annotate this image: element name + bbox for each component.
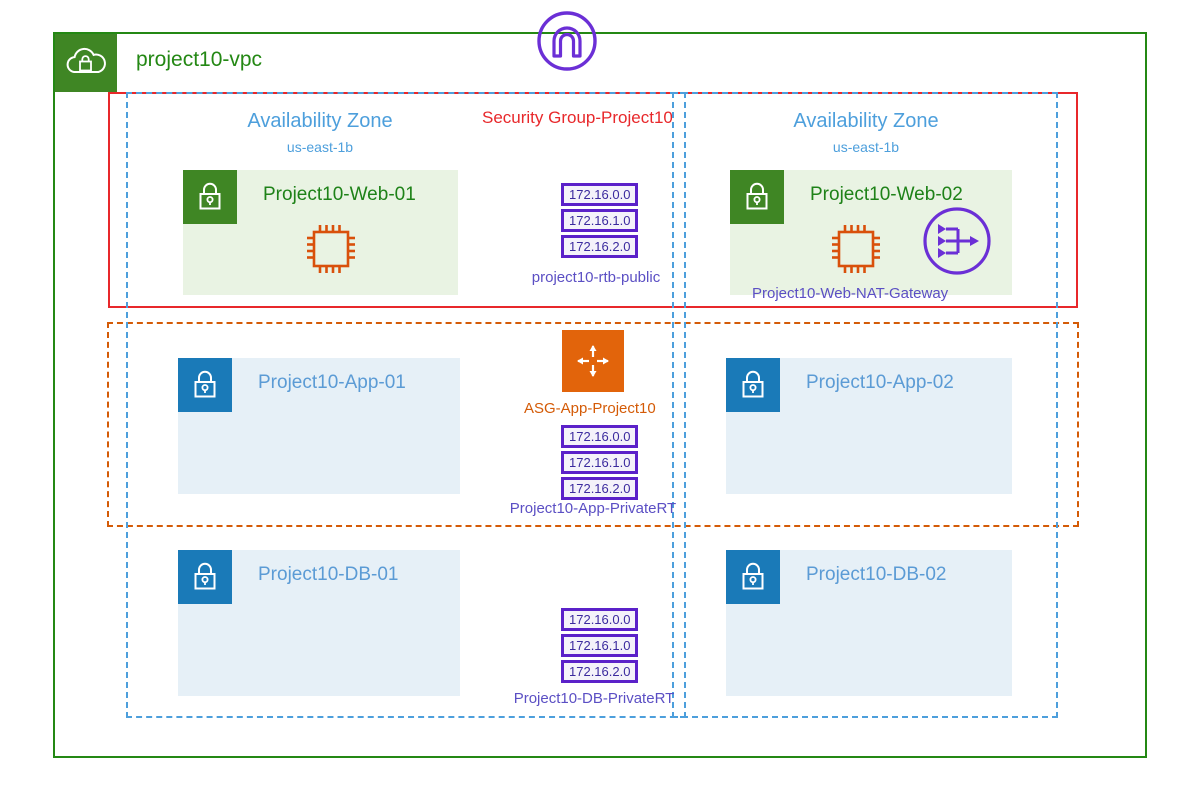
route-table-db-private-label: Project10-DB-PrivateRT <box>513 690 675 707</box>
vpc-boundary <box>53 32 1147 758</box>
route-table-app-private[interactable]: 172.16.0.0 172.16.1.0 172.16.2.0 <box>561 425 639 500</box>
availability-zone-left-boundary <box>126 92 686 718</box>
vpc-cloud-lock-icon <box>55 34 117 92</box>
subnet-lock-icon <box>726 358 780 412</box>
route-table-public[interactable]: 172.16.0.0 172.16.1.0 172.16.2.0 <box>561 183 639 258</box>
subnet-app-02-label: Project10-App-02 <box>806 372 954 393</box>
route-entry: 172.16.1.0 <box>561 634 639 657</box>
subnet-app-01-label: Project10-App-01 <box>258 372 406 393</box>
availability-zone-right-boundary <box>672 92 1058 718</box>
route-table-public-label: project10-rtb-public <box>531 269 661 286</box>
subnet-app-02[interactable]: Project10-App-02 <box>726 358 1012 494</box>
subnet-lock-icon <box>730 170 784 224</box>
subnet-db-02-label: Project10-DB-02 <box>806 564 947 585</box>
ec2-instance-icon[interactable] <box>825 218 887 280</box>
route-entry: 172.16.2.0 <box>561 235 639 258</box>
route-entry: 172.16.1.0 <box>561 209 639 232</box>
subnet-lock-icon <box>178 550 232 604</box>
availability-zone-right-title: Availability Zone <box>793 110 939 132</box>
nat-gateway-label: Project10-Web-NAT-Gateway <box>752 285 949 302</box>
availability-zone-right-subtitle: us-east-1b <box>832 139 900 155</box>
subnet-db-01[interactable]: Project10-DB-01 <box>178 550 460 696</box>
availability-zone-left-subtitle: us-east-1b <box>286 139 354 155</box>
subnet-db-01-label: Project10-DB-01 <box>258 564 399 585</box>
subnet-lock-icon <box>726 550 780 604</box>
auto-scaling-group-label: ASG-App-Project10 <box>524 400 656 417</box>
auto-scaling-group-icon[interactable] <box>562 330 624 392</box>
internet-gateway-icon <box>536 10 598 72</box>
subnet-app-01[interactable]: Project10-App-01 <box>178 358 460 494</box>
route-table-app-private-label: Project10-App-PrivateRT <box>509 500 677 517</box>
route-entry: 172.16.2.0 <box>561 660 639 683</box>
subnet-web-02-label: Project10-Web-02 <box>810 184 963 205</box>
subnet-lock-icon <box>183 170 237 224</box>
ec2-instance-icon[interactable] <box>300 218 362 280</box>
subnet-lock-icon <box>178 358 232 412</box>
route-entry: 172.16.0.0 <box>561 608 639 631</box>
route-entry: 172.16.1.0 <box>561 451 639 474</box>
route-entry: 172.16.2.0 <box>561 477 639 500</box>
availability-zone-left-title: Availability Zone <box>247 110 393 132</box>
subnet-web-01-label: Project10-Web-01 <box>263 184 416 205</box>
subnet-db-02[interactable]: Project10-DB-02 <box>726 550 1012 696</box>
route-entry: 172.16.0.0 <box>561 183 639 206</box>
auto-scaling-group-boundary <box>107 322 1079 527</box>
route-entry: 172.16.0.0 <box>561 425 639 448</box>
vpc-title: project10-vpc <box>136 48 263 71</box>
security-group-label: Security Group-Project10 <box>482 108 673 127</box>
route-table-db-private[interactable]: 172.16.0.0 172.16.1.0 172.16.2.0 <box>561 608 639 683</box>
nat-gateway-icon[interactable] <box>921 205 993 277</box>
